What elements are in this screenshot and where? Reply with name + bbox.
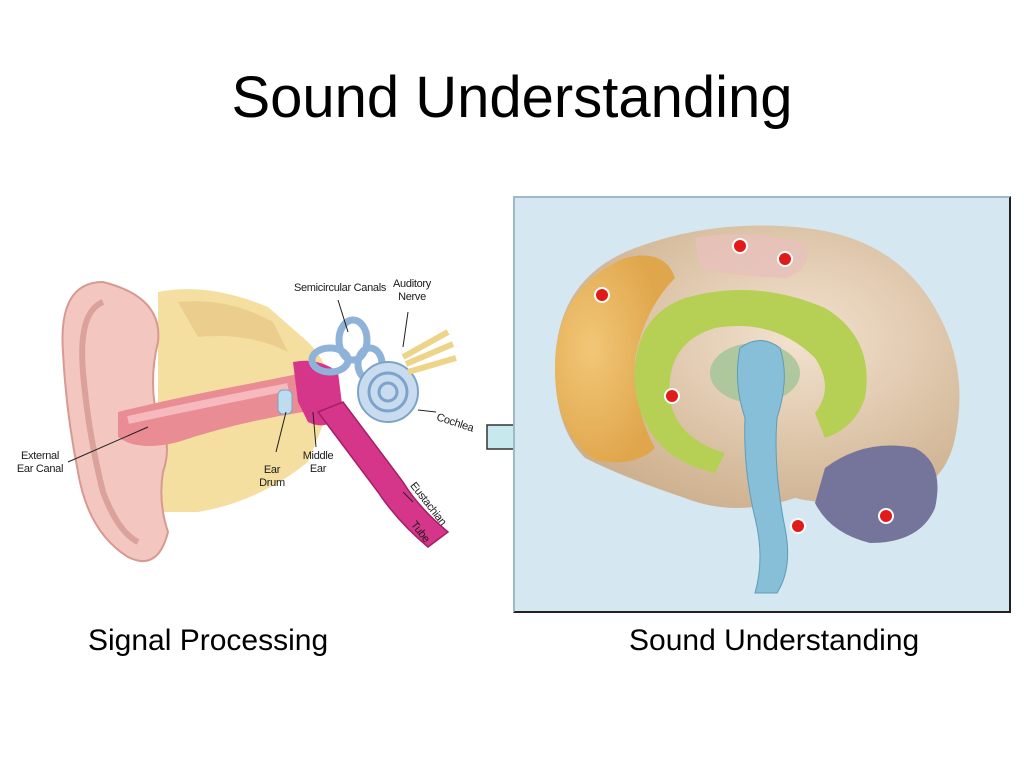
semicircular-canals — [308, 316, 386, 384]
label-middle-ear-line1: Middle — [302, 450, 334, 462]
label-middle-ear-line2: Ear — [309, 463, 327, 475]
limbic-system — [634, 290, 867, 473]
frontal-lobe — [555, 255, 675, 463]
label-auditory-nerve-line2: Nerve — [398, 291, 426, 303]
ear-anatomy-drawing — [61, 280, 457, 562]
slide-title: Sound Understanding — [231, 65, 793, 130]
outer-ear-pinna — [61, 280, 170, 562]
pinna-fold — [79, 299, 140, 545]
brainstem — [736, 340, 789, 594]
label-external-ear-canal-line2: Ear Canal — [16, 463, 64, 475]
marker-dot — [790, 518, 806, 534]
caption-sound-understanding: Sound Understanding — [629, 624, 920, 657]
cochlea — [357, 361, 419, 423]
label-auditory-nerve-line1: Auditory — [393, 278, 431, 290]
ear-canal-lining — [127, 383, 289, 424]
activity-markers — [594, 238, 894, 534]
bone-texture — [178, 301, 288, 352]
parietal-region — [695, 234, 808, 278]
auditory-nerve — [401, 329, 457, 375]
ear-drum — [277, 389, 293, 415]
label-external-ear-canal-line1: External — [21, 450, 59, 462]
label-leader-lines — [67, 299, 437, 503]
caption-signal-processing: Signal Processing — [88, 624, 329, 657]
brain-drawing — [555, 225, 960, 594]
marker-dot — [732, 238, 748, 254]
brain-sagittal-illustration — [513, 196, 1011, 613]
cerebellum — [815, 445, 938, 543]
label-ear-drum-line1: Ear — [263, 464, 281, 476]
label-ear-drum-line2: Drum — [259, 477, 285, 489]
label-semicircular-canals: Semicircular Canals — [293, 282, 387, 294]
marker-dot — [878, 508, 894, 524]
marker-dot — [777, 251, 793, 267]
eustachian-tube — [316, 401, 450, 548]
ear-anatomy-illustration: Semicircular Canals Auditory Nerve Cochl… — [8, 262, 478, 582]
marker-dot — [594, 287, 610, 303]
marker-dot — [664, 388, 680, 404]
